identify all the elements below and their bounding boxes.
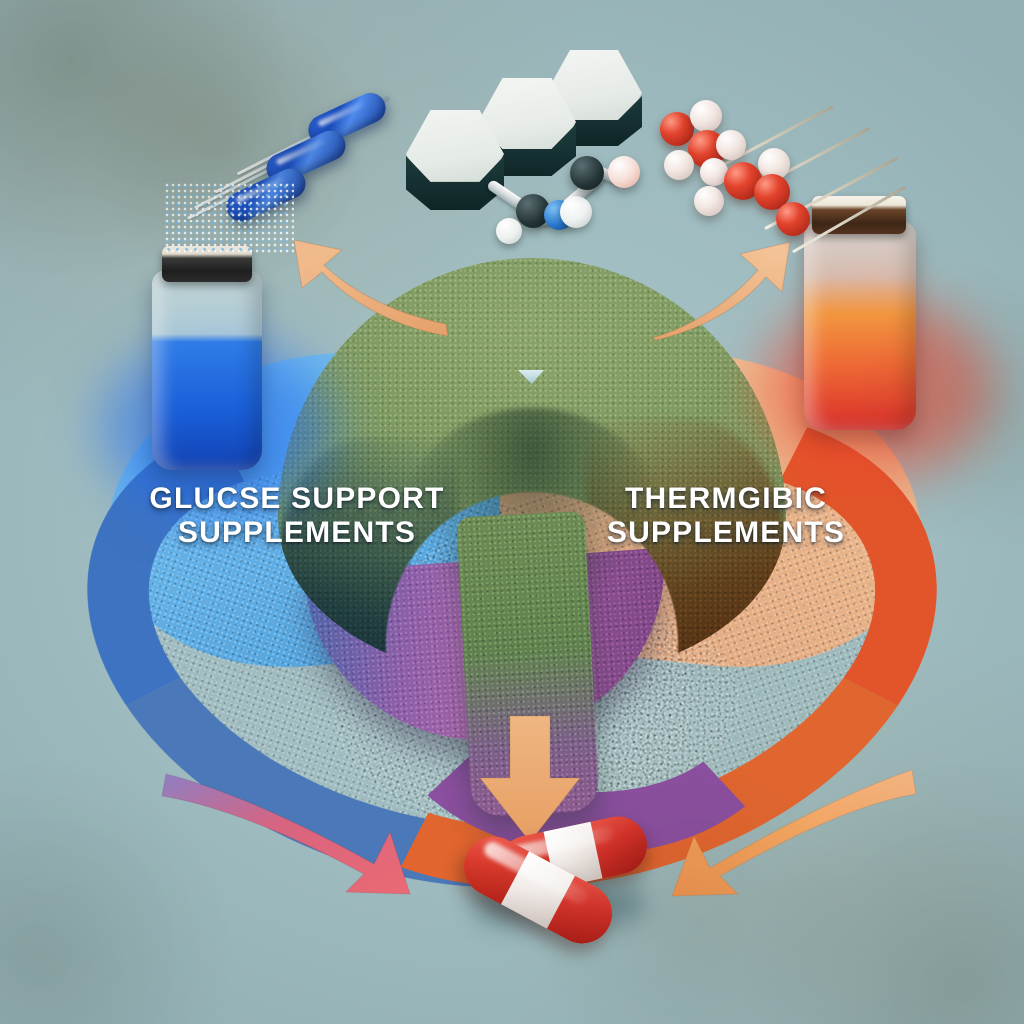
red-white-capsules: [440, 811, 660, 966]
ball-white: [694, 186, 724, 216]
ball-white: [690, 100, 722, 132]
blue-capsules-cluster: [164, 88, 402, 266]
molecule-hexagon-rings: [398, 44, 648, 244]
ball-red: [776, 202, 810, 236]
blue-supplement-bottle: [102, 228, 332, 518]
arrow-down-center: [470, 715, 590, 846]
ball-white: [664, 150, 694, 180]
atom-hydrogen: [496, 218, 522, 244]
orange-supplement-bottle: [762, 178, 992, 478]
ball-white: [716, 130, 746, 160]
blue-granule-spill: [164, 182, 294, 254]
red-white-ball-sticks: [634, 96, 907, 266]
ball-red: [660, 112, 694, 146]
arrow-curved-left: [640, 756, 920, 906]
ball-white: [700, 158, 728, 186]
thermogenic-label: THERMGIBIC SUPPLEMENTS: [606, 482, 846, 549]
atom-oxygen: [608, 156, 640, 188]
glucose-support-label: GLUCSE SUPPORT SUPPLEMENTS: [149, 482, 445, 549]
atom-carbon: [570, 156, 604, 190]
arrow-curved-right: [160, 756, 430, 906]
arrow-up-right: [648, 222, 828, 342]
bottle-body: [804, 222, 916, 430]
arrow-up-left: [276, 232, 456, 342]
bottle-body: [152, 270, 262, 470]
atom-hydrogen: [560, 196, 592, 228]
